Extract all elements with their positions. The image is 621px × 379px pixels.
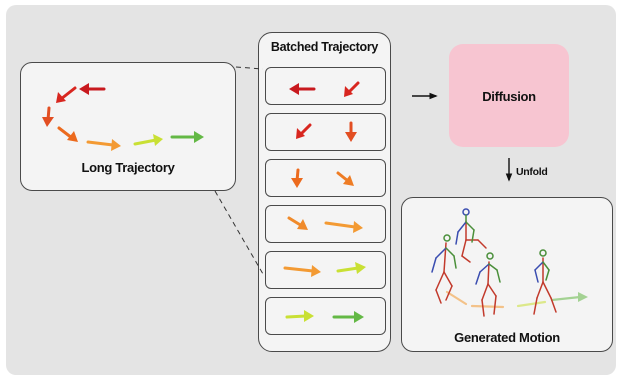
diffusion-box	[449, 44, 569, 147]
cell2-arrow-a	[296, 123, 312, 139]
generated-motion-label: Generated Motion	[454, 330, 560, 345]
batched-trajectory-title: Batched Trajectory	[270, 40, 379, 54]
cell1-arrow-a	[289, 83, 316, 95]
traj-arrow-6	[133, 134, 163, 146]
cell4-arrow-a	[287, 216, 308, 230]
generated-motion-box	[401, 197, 613, 352]
cell5-arrow-a	[283, 265, 321, 277]
traj-arrow-7	[170, 131, 204, 143]
batch-cell-1	[265, 67, 386, 105]
traj-arrow-4	[57, 126, 78, 142]
batch-cell-5	[265, 251, 386, 289]
unfold-label: Unfold	[516, 166, 548, 178]
batch-cell-3	[265, 159, 386, 197]
long-trajectory-label: Long Trajectory	[81, 160, 175, 175]
cell6-arrow-b	[332, 311, 364, 323]
cell3-arrow-a	[291, 168, 303, 188]
cell1-arrow-b	[344, 81, 360, 97]
batched-trajectory-box	[258, 32, 391, 352]
cell6-arrow-a	[285, 310, 314, 322]
dashed-connector-bottom	[214, 190, 264, 275]
cell2-arrow-b	[345, 121, 357, 142]
traj-arrow-1	[79, 83, 106, 95]
traj-arrow-2	[56, 86, 77, 103]
traj-arrow-5	[86, 139, 121, 151]
diffusion-label: Diffusion	[482, 89, 536, 104]
stick-figure-2	[455, 208, 487, 263]
batch-cell-4	[265, 205, 386, 243]
batch-cell-6	[265, 297, 386, 335]
batch-cell-2	[265, 113, 386, 151]
cell4-arrow-b	[324, 221, 363, 233]
cell5-arrow-b	[336, 262, 366, 274]
stick-figure-4	[533, 249, 557, 315]
dashed-connector-top	[235, 66, 264, 70]
generated-trajectory	[445, 290, 588, 309]
cell3-arrow-b	[336, 171, 354, 186]
stick-figure-1	[431, 234, 457, 304]
batched-arrows	[283, 81, 366, 323]
traj-arrow-3	[42, 106, 54, 127]
stick-figure-3	[475, 252, 501, 317]
long-trajectory-box	[20, 62, 236, 191]
long-trajectory-arrows	[42, 83, 204, 151]
